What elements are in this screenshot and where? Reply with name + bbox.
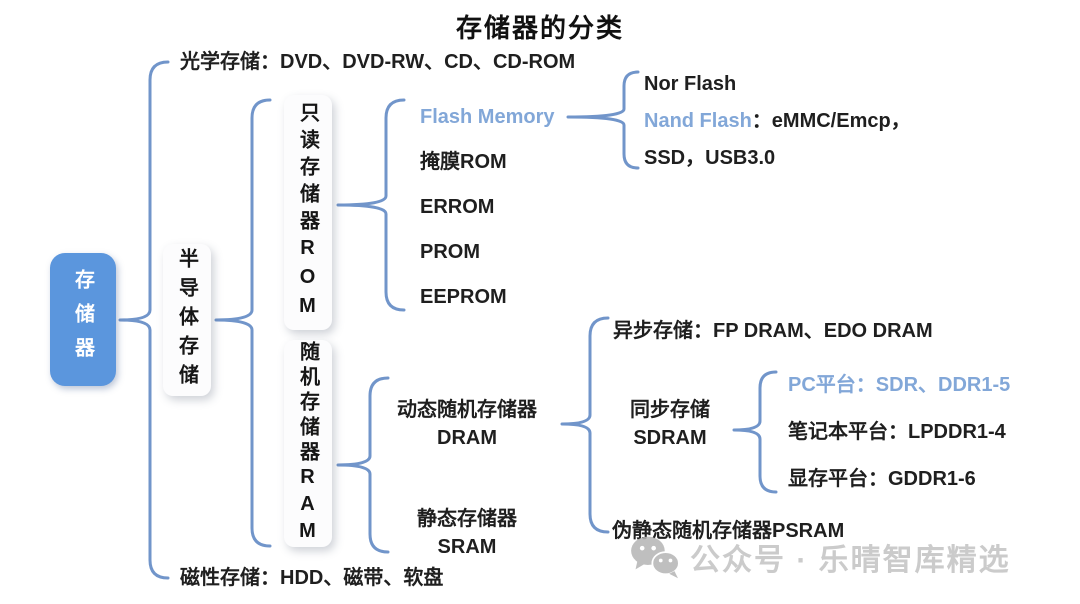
sram-line1: 静态存储器 bbox=[417, 508, 517, 530]
brace-ram-children bbox=[336, 376, 390, 554]
brace-dram-children bbox=[560, 316, 610, 534]
sram-line2: SRAM bbox=[437, 536, 497, 558]
node-magnetic-storage: 磁性存储：HDD、磁带、软盘 bbox=[180, 567, 444, 589]
node-pc-platform: PC平台：SDR、DDR1-5 bbox=[788, 374, 1011, 396]
node-errom: ERROM bbox=[420, 196, 495, 218]
brace-semiconductor-children bbox=[214, 98, 272, 548]
watermark-text: 公众号 · 乐晴智库精选 bbox=[690, 544, 1011, 577]
watermark: 公众号 · 乐晴智库精选 bbox=[628, 534, 1011, 580]
node-laptop-platform: 笔记本平台：LPDDR1-4 bbox=[788, 421, 1006, 443]
page-title: 存储器的分类 bbox=[455, 13, 624, 43]
node-rom: 只读存储器ROM bbox=[284, 95, 332, 330]
node-psram: 伪静态随机存储器PSRAM bbox=[612, 520, 845, 542]
brace-rom-children bbox=[336, 98, 406, 312]
node-root-label: 存储器 bbox=[71, 268, 94, 371]
node-nand-flash-line2: SSD，USB3.0 bbox=[644, 147, 776, 169]
wechat-icon bbox=[631, 536, 680, 579]
node-rom-label: 只读存储器ROM bbox=[296, 101, 319, 324]
node-nor-flash: Nor Flash bbox=[644, 73, 737, 95]
brace-sdram-children bbox=[732, 370, 778, 494]
brace-root-children bbox=[118, 60, 170, 580]
node-async-storage: 异步存储：FP DRAM、EDO DRAM bbox=[613, 320, 933, 342]
node-nand-flash: Nand Flash：eMMC/Emcp， bbox=[644, 109, 911, 133]
brace-flash-children bbox=[566, 70, 640, 170]
node-semiconductor-label: 半导体存储 bbox=[175, 247, 198, 393]
node-root-storage: 存储器 bbox=[50, 253, 116, 386]
node-optical-storage: 光学存储：DVD、DVD-RW、CD、CD-ROM bbox=[180, 51, 576, 73]
nand-flash-name: Nand Flash bbox=[644, 110, 752, 132]
node-ram: 随机存储器RAM bbox=[284, 340, 332, 547]
node-sram: 静态存储器 SRAM bbox=[382, 505, 552, 561]
node-ram-label: 随机存储器RAM bbox=[296, 340, 319, 547]
sdram-line2: SDRAM bbox=[633, 427, 707, 449]
dram-line1: 动态随机存储器 bbox=[397, 399, 537, 421]
sdram-line1: 同步存储 bbox=[630, 399, 710, 421]
node-mask-rom: 掩膜ROM bbox=[420, 151, 507, 173]
node-gpu-platform: 显存平台：GDDR1-6 bbox=[788, 468, 976, 490]
node-flash-memory: Flash Memory bbox=[420, 106, 555, 128]
node-dram: 动态随机存储器 DRAM bbox=[382, 396, 552, 452]
node-eeprom: EEPROM bbox=[420, 286, 507, 308]
node-sdram: 同步存储 SDRAM bbox=[615, 396, 725, 452]
nand-flash-detail: ：eMMC/Emcp， bbox=[751, 110, 911, 132]
node-prom: PROM bbox=[420, 241, 480, 263]
dram-line2: DRAM bbox=[437, 427, 497, 449]
node-semiconductor-storage: 半导体存储 bbox=[163, 244, 211, 396]
